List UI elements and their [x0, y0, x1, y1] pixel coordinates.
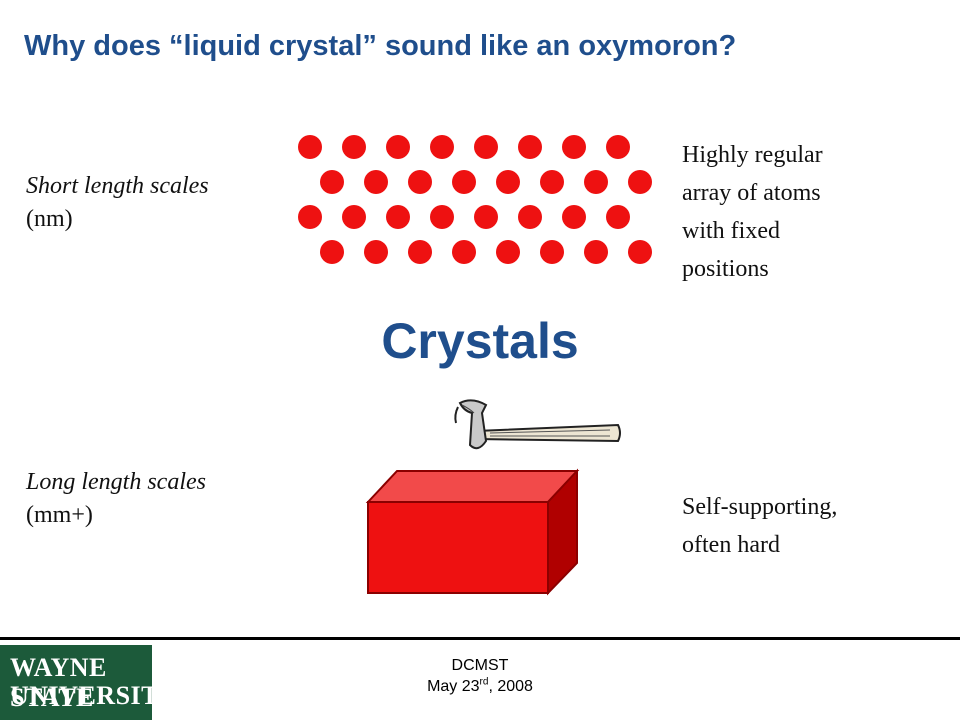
slide-title: Why does “liquid crystal” sound like an … — [24, 30, 737, 62]
atom — [496, 240, 520, 264]
hammer-icon — [454, 399, 621, 450]
footer-date: May 23rd, 2008 — [380, 676, 580, 696]
atom — [320, 170, 344, 194]
atom — [364, 240, 388, 264]
atom — [584, 170, 608, 194]
footer-divider — [0, 637, 960, 640]
long-scale-desc-line: Self-supporting, — [682, 494, 838, 520]
footer-date-sup: rd — [479, 676, 489, 688]
atom — [364, 170, 388, 194]
atom — [606, 135, 630, 159]
long-scale-label: Long length scales (mm+) — [26, 466, 206, 532]
atom — [562, 205, 586, 229]
atom — [430, 135, 454, 159]
atom — [518, 205, 542, 229]
crystals-heading: Crystals — [381, 313, 579, 369]
atom — [518, 135, 542, 159]
short-scale-desc-line: Highly regular — [682, 142, 823, 168]
atom — [628, 170, 652, 194]
atom — [474, 135, 498, 159]
atom — [386, 135, 410, 159]
atom — [386, 205, 410, 229]
atom — [342, 135, 366, 159]
atom — [584, 240, 608, 264]
crystal-block-icon — [365, 468, 580, 596]
atom — [452, 170, 476, 194]
short-scale-desc-line: array of atoms — [682, 180, 821, 206]
footer-date-prefix: May 23 — [427, 678, 480, 695]
logo-line2: UNIVERSITY — [10, 681, 179, 710]
atom-lattice — [298, 135, 652, 264]
atom — [474, 205, 498, 229]
short-scale-label-line1: Short length scales — [26, 173, 209, 199]
atom — [628, 240, 652, 264]
atom — [298, 205, 322, 229]
atom — [496, 170, 520, 194]
atom — [408, 170, 432, 194]
atom — [540, 170, 564, 194]
short-scale-description: Highly regular array of atoms with fixed… — [682, 136, 823, 288]
atom — [606, 205, 630, 229]
atom — [452, 240, 476, 264]
atom — [342, 205, 366, 229]
footer-date-suffix: , 2008 — [488, 678, 533, 695]
university-logo-icon: WAYNE STATE UNIVERSITY — [0, 645, 178, 720]
short-scale-desc-line: positions — [682, 256, 769, 282]
atom — [430, 205, 454, 229]
atom — [408, 240, 432, 264]
long-scale-description: Self-supporting, often hard — [682, 488, 837, 564]
long-scale-label-line2: (mm+) — [26, 502, 93, 528]
short-scale-label: Short length scales (nm) — [26, 170, 209, 236]
long-scale-label-line1: Long length scales — [26, 469, 206, 495]
footer-event: DCMST — [451, 657, 509, 674]
atom — [298, 135, 322, 159]
short-scale-label-line2: (nm) — [26, 206, 73, 232]
short-scale-desc-line: with fixed — [682, 218, 780, 244]
atom — [562, 135, 586, 159]
atom — [540, 240, 564, 264]
logo-line1: WAYNE STATE — [10, 653, 107, 712]
long-scale-desc-line: often hard — [682, 532, 780, 558]
atom — [320, 240, 344, 264]
